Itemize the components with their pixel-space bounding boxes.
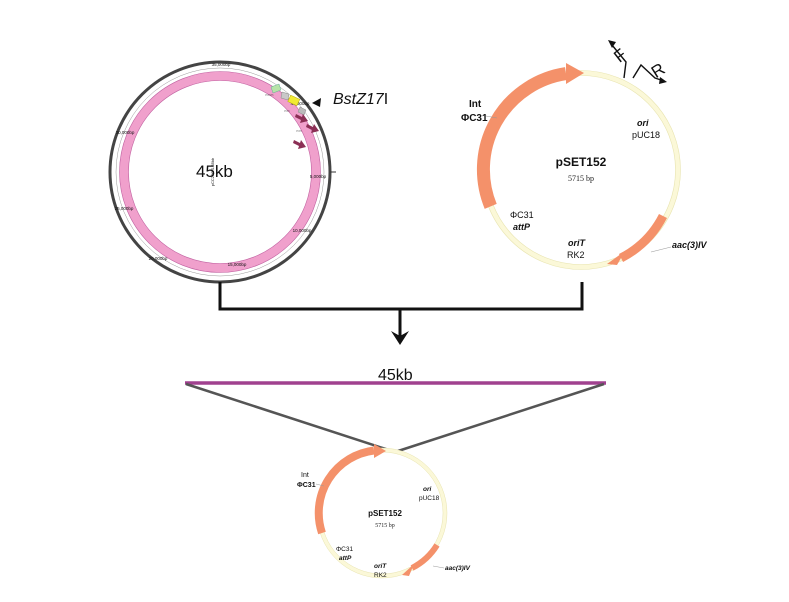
attp-label-line1-small: ΦC31: [336, 546, 353, 553]
ring-tick-label: 30,000bp: [116, 130, 135, 135]
insert-funnel: [185, 382, 605, 454]
plasmid-name-small: pSET152: [368, 509, 402, 518]
cosmid-pink-ring: [119, 71, 321, 273]
cosmid-features: ▭▭▭ ▭▭ ▭▭: [265, 83, 319, 149]
ori-label-line1-small: ori: [423, 486, 432, 493]
int-label-line1: Int: [469, 99, 482, 110]
insert-size-label: 45kb: [378, 367, 413, 384]
plasmid-size-small: 5715 bp: [375, 523, 395, 529]
svg-text:▭▭▭: ▭▭▭: [265, 93, 274, 97]
int-label-line1-small: Int: [301, 472, 309, 479]
insert-dna: 45kb: [185, 367, 606, 454]
aac-feature-arrow-small: [410, 543, 440, 571]
primer-r-label: R: [648, 59, 668, 82]
feature-arrow-maroon-1: [295, 114, 308, 123]
ring-tick-label: 5,000bp: [310, 174, 327, 179]
feature-arrow-maroon-2: [306, 124, 319, 133]
feature-arrow-grey-2: [297, 106, 307, 116]
ring-tick-label: 25,000bp: [115, 206, 134, 211]
attp-label-line1: ΦC31: [510, 210, 534, 220]
ligation-bracket: [218, 282, 584, 345]
int-label-line2-small: ΦC31: [297, 482, 316, 489]
pset152-small-map: Int ΦC31 ori pUC18 pSET152 5715 bp ΦC31 …: [297, 444, 471, 579]
aac-feature-arrow: [618, 213, 668, 263]
cosmid-ring-ticks: 35,000bp 40,000bp 5,000bp 10,000bp 15,00…: [115, 62, 327, 267]
aac-leader-small: [432, 565, 445, 569]
int-label-line2: ΦC31: [461, 113, 488, 124]
attp-label-line2-small: attP: [339, 555, 352, 562]
svg-text:▭▭: ▭▭: [296, 129, 302, 133]
int-leader-small: [315, 483, 325, 487]
pset152-large-map: F R Int ΦC31 ori pUC18 pSET152 5715 bp Φ…: [461, 40, 708, 270]
ring-tick-label: 20,000bp: [149, 256, 168, 261]
int-arrowhead-small: [374, 444, 386, 458]
primer-r: R: [632, 59, 668, 84]
aac-label-small: aac(3)IV: [445, 565, 471, 572]
orit-label-line1: oriT: [568, 238, 587, 248]
restriction-site-label: BstZ17I: [333, 91, 388, 108]
aac-arrowhead-small: [402, 564, 414, 576]
cosmid-size-label: 45kb: [196, 162, 233, 181]
svg-text:▭▭: ▭▭: [284, 109, 290, 113]
feature-arrow-grey: [280, 91, 290, 101]
orit-label-line2: RK2: [567, 250, 585, 260]
feature-arrow-green: [270, 83, 282, 94]
int-feature-arrow-small: [314, 446, 375, 535]
ori-label-line2: pUC18: [632, 130, 660, 140]
plasmid-size: 5715 bp: [568, 174, 594, 183]
feature-arrow-maroon-3: [293, 140, 306, 149]
ring-tick-label: 10,000bp: [293, 228, 312, 233]
feature-box-yellow: [287, 94, 301, 107]
primer-f: F: [608, 40, 630, 79]
ori-label-line1: ori: [637, 118, 649, 128]
int-arrowhead: [566, 63, 584, 84]
aac-arrowhead: [607, 251, 625, 265]
ring-tick-label: 35,000bp: [212, 62, 231, 67]
site-pointer-triangle: [312, 98, 321, 107]
orit-label-line1-small: oriT: [374, 563, 387, 570]
ring-tick-label: 40,000bp: [291, 101, 310, 106]
ori-label-line2-small: pUC18: [419, 495, 440, 502]
cosmid-inner-caption: pCC2FOS-45kb: [210, 157, 215, 186]
aac-leader: [650, 246, 672, 253]
int-leader: [485, 115, 498, 119]
primer-f-label: F: [610, 45, 630, 66]
int-feature-arrow: [476, 67, 568, 209]
cosmid-map: 35,000bp 40,000bp 5,000bp 10,000bp 15,00…: [108, 60, 388, 284]
ring-tick-label: 15,000bp: [228, 262, 247, 267]
plasmid-name: pSET152: [556, 155, 607, 169]
down-arrowhead: [391, 331, 409, 345]
attp-label-line2: attP: [513, 222, 531, 232]
aac-label: aac(3)IV: [672, 240, 708, 250]
orit-label-line2-small: RK2: [374, 572, 387, 579]
